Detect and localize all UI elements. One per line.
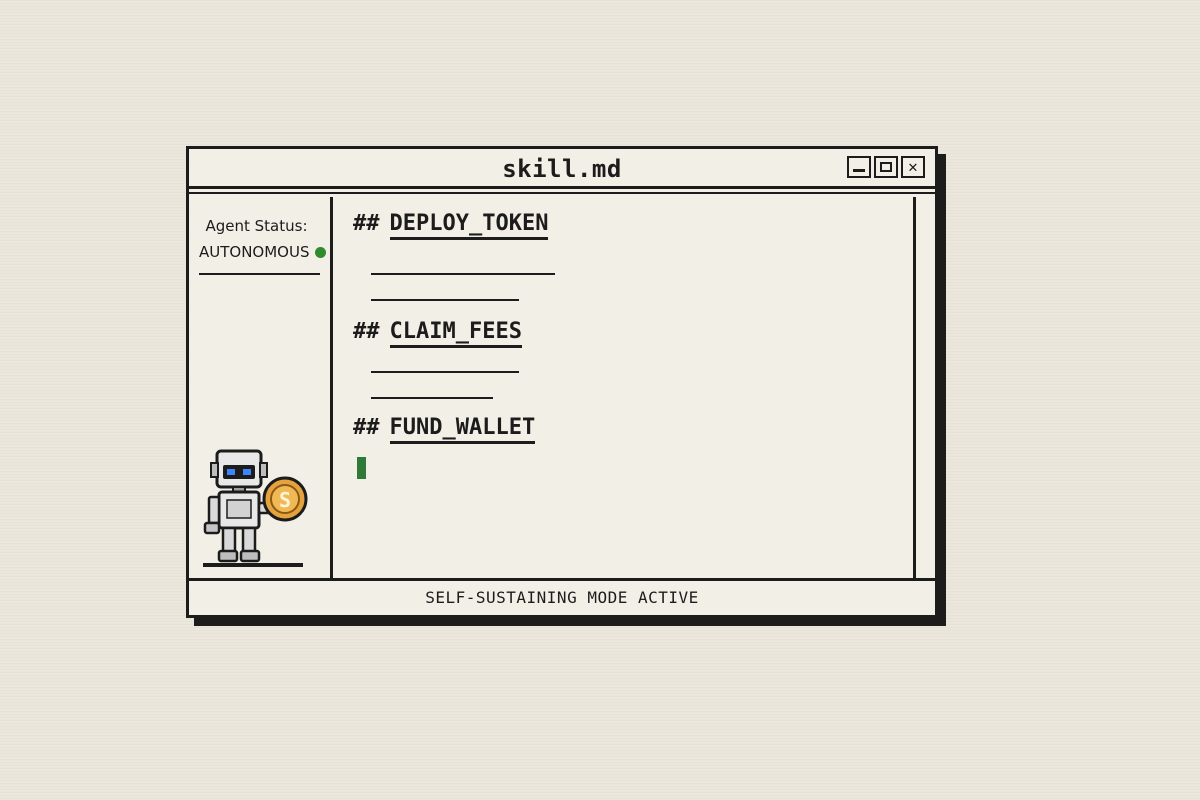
coin-glyph: S bbox=[279, 488, 291, 512]
text-line-placeholder bbox=[371, 299, 519, 301]
text-line-placeholder bbox=[371, 397, 493, 399]
minimize-icon bbox=[853, 169, 865, 172]
text-cursor bbox=[357, 457, 366, 479]
section-heading: CLAIM_FEES bbox=[389, 319, 522, 348]
maximize-icon bbox=[880, 162, 892, 172]
heading-marker: ## bbox=[353, 319, 380, 344]
window-controls: ✕ bbox=[847, 156, 925, 178]
status-footer: SELF-SUSTAINING MODE ACTIVE bbox=[189, 578, 935, 615]
section-heading: DEPLOY_TOKEN bbox=[389, 211, 549, 240]
section-heading: FUND_WALLET bbox=[389, 415, 536, 444]
minimize-button[interactable] bbox=[847, 156, 871, 178]
agent-status-value: AUTONOMOUS bbox=[199, 243, 310, 261]
sidebar: Agent Status: AUTONOMOUS bbox=[189, 197, 333, 581]
section-fund-wallet[interactable]: ## FUND_WALLET bbox=[353, 415, 536, 444]
maximize-button[interactable] bbox=[874, 156, 898, 178]
heading-marker: ## bbox=[353, 415, 380, 440]
skill-window: skill.md ✕ Agent Status: AUTONOMOUS bbox=[186, 146, 938, 618]
section-claim-fees[interactable]: ## CLAIM_FEES bbox=[353, 319, 522, 348]
section-deploy-token[interactable]: ## DEPLOY_TOKEN bbox=[353, 211, 549, 240]
editor-content[interactable]: ## DEPLOY_TOKEN ## CLAIM_FEES ## FUND_WALLE… bbox=[333, 197, 917, 581]
text-line-placeholder bbox=[371, 371, 519, 373]
scrollbar[interactable] bbox=[913, 197, 935, 581]
text-line-placeholder bbox=[371, 273, 555, 275]
window-title: skill.md bbox=[502, 155, 622, 183]
status-dot-icon bbox=[314, 246, 326, 258]
sidebar-divider bbox=[199, 273, 320, 275]
agent-status: AUTONOMOUS bbox=[199, 243, 326, 261]
title-bar[interactable]: skill.md ✕ bbox=[189, 149, 935, 194]
robot-icon: S bbox=[203, 449, 308, 567]
close-button[interactable]: ✕ bbox=[901, 156, 925, 178]
agent-status-label: Agent Status: bbox=[205, 217, 308, 235]
close-icon: ✕ bbox=[908, 157, 918, 176]
heading-marker: ## bbox=[353, 211, 380, 236]
